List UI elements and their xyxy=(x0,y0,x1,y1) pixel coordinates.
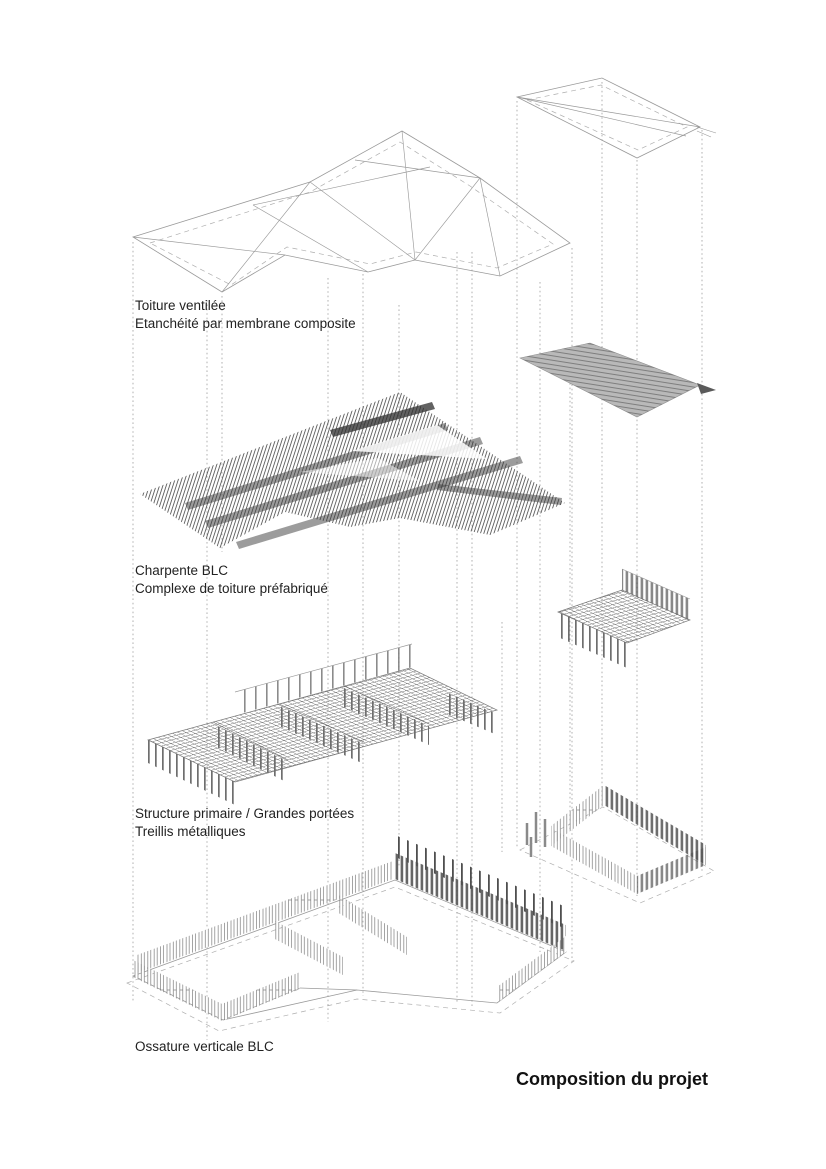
annex-wall-posts xyxy=(637,847,706,894)
diagram-title: Composition du projet xyxy=(516,1069,708,1089)
wall-posts-back-right xyxy=(395,853,566,951)
wall-posts-front-left xyxy=(222,972,300,1021)
dark-band xyxy=(205,437,483,528)
annex-roof-stripes xyxy=(520,343,700,417)
label-line: Etanchéité par membrane composite xyxy=(135,315,356,331)
truss-step-lines xyxy=(212,685,430,761)
annex-floor-dashed-outline xyxy=(519,806,715,904)
layer-charpente-annex xyxy=(519,342,716,418)
label-line: Structure primaire / Grandes portées xyxy=(135,806,355,821)
light-facet xyxy=(300,458,420,481)
dark-band xyxy=(437,484,562,505)
wall-posts-back-right-tall xyxy=(395,835,566,929)
roof-dashed-offset xyxy=(149,141,554,286)
layer-trusses-main xyxy=(147,643,498,805)
truss-hanging-posts xyxy=(213,724,288,783)
annex-outer-posts xyxy=(525,812,547,857)
wall-posts-partition xyxy=(337,894,407,955)
annex-wall-posts xyxy=(551,785,604,846)
wall-posts-partition xyxy=(273,920,343,975)
layer-roof-membrane-annex xyxy=(515,77,717,159)
layer-walls-main xyxy=(126,835,575,1032)
wall-posts-front-right xyxy=(497,936,566,1003)
truss-hanging-posts xyxy=(279,706,364,764)
label-line: Charpente BLC xyxy=(135,563,229,578)
dark-band xyxy=(330,402,435,437)
floor-dashed-outline xyxy=(126,886,575,1032)
roof-outline xyxy=(132,130,571,293)
annex-wall-posts xyxy=(604,785,706,865)
truss-hanging-posts xyxy=(445,692,497,735)
label-line: Ossature verticale BLC xyxy=(135,1039,274,1054)
annex-roof-dashed-offset xyxy=(525,84,688,151)
label-structure-primaire: Structure primaire / Grandes portées Tre… xyxy=(135,805,354,840)
label-line: Treillis métalliques xyxy=(135,823,246,839)
label-ossature-verticale: Ossature verticale BLC xyxy=(135,1038,274,1056)
truss-top-posts xyxy=(235,644,412,715)
label-line: Complexe de toiture préfabriqué xyxy=(135,580,328,596)
layer-charpente-main xyxy=(140,392,565,549)
annex-truss-top-rail xyxy=(621,568,691,600)
layer-walls-annex xyxy=(519,785,715,904)
truss-hanging-posts xyxy=(344,688,429,745)
annex-roof-tail xyxy=(697,383,716,394)
layer-roof-membrane-main xyxy=(132,130,571,293)
truss-top-rail xyxy=(234,643,413,693)
label-toiture-ventilee: Toiture ventilée Etanchéité par membrane… xyxy=(135,297,356,332)
annex-truss-top-posts xyxy=(622,569,690,620)
dark-band xyxy=(236,456,523,549)
label-charpente-blc: Charpente BLC Complexe de toiture préfab… xyxy=(135,562,328,597)
truss-hanging-posts xyxy=(148,740,235,805)
layer-trusses-annex xyxy=(557,568,691,668)
wall-posts-back-left xyxy=(137,861,393,973)
annex-roof-diagonals xyxy=(516,96,717,138)
annex-wall-posts xyxy=(551,828,637,894)
roof-triangulation-lines xyxy=(132,130,501,293)
light-facet xyxy=(352,425,487,459)
projection-guide-lines xyxy=(132,82,703,1040)
wall-posts-front-left xyxy=(133,960,222,1021)
label-line: Toiture ventilée xyxy=(135,298,226,313)
annex-truss-hanging-posts xyxy=(558,612,627,668)
